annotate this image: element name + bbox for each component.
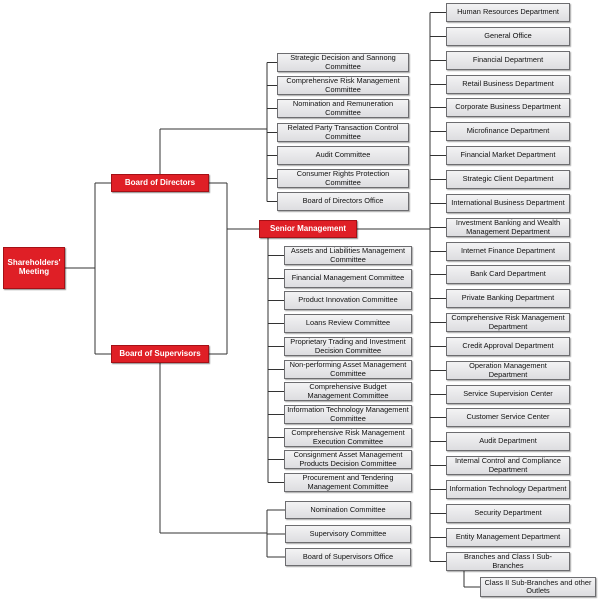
management-committee-box: Proprietary Trading and Investment Decis…: [284, 337, 412, 356]
supervisors-committee-box: Supervisory Committee: [285, 525, 411, 543]
supervisors-committee-box: Nomination Committee: [285, 501, 411, 519]
department-box: Service Supervision Center: [446, 385, 570, 404]
department-box: Microfinance Department: [446, 122, 570, 141]
directors-committee-box: Board of Directors Office: [277, 192, 409, 211]
management-committee-box: Information Technology Management Commit…: [284, 405, 412, 424]
senior-management-box: Senior Management: [259, 220, 357, 238]
department-box: Internal Control and Compliance Departme…: [446, 456, 570, 475]
department-box: Internet Finance Department: [446, 242, 570, 261]
supervisors-committee-box: Board of Supervisors Office: [285, 548, 411, 566]
directors-committee-box: Comprehensive Risk Management Committee: [277, 76, 409, 95]
department-box: Financial Department: [446, 51, 570, 70]
department-box: Entity Management Department: [446, 528, 570, 547]
department-box: Customer Service Center: [446, 408, 570, 427]
management-committee-box: Procurement and Tendering Management Com…: [284, 473, 412, 492]
department-box: Comprehensive Risk Management Department: [446, 313, 570, 332]
department-box: Human Resources Department: [446, 3, 570, 22]
sub-outlets-box: Class II Sub-Branches and other Outlets: [480, 577, 596, 597]
department-box: General Office: [446, 27, 570, 46]
management-committee-box: Assets and Liabilities Management Commit…: [284, 246, 412, 265]
management-committee-box: Comprehensive Budget Management Committe…: [284, 382, 412, 401]
department-box: Branches and Class I Sub-Branches: [446, 552, 570, 571]
department-box: Security Department: [446, 504, 570, 523]
management-committee-box: Comprehensive Risk Management Execution …: [284, 428, 412, 447]
management-committee-box: Financial Management Committee: [284, 269, 412, 288]
department-box: Audit Department: [446, 432, 570, 451]
department-box: Corporate Business Department: [446, 98, 570, 117]
department-box: Operation Management Department: [446, 361, 570, 380]
department-box: Credit Approval Department: [446, 337, 570, 356]
management-committee-box: Product Innovation Committee: [284, 291, 412, 310]
directors-committee-box: Nomination and Remuneration Committee: [277, 99, 409, 118]
department-box: Information Technology Department: [446, 480, 570, 499]
department-box: Strategic Client Department: [446, 170, 570, 189]
department-box: Investment Banking and Wealth Management…: [446, 218, 570, 237]
department-box: International Business Department: [446, 194, 570, 213]
management-committee-box: Non-performing Asset Management Committe…: [284, 360, 412, 379]
shareholders-meeting-box: Shareholders' Meeting: [3, 247, 65, 289]
directors-committee-box: Related Party Transaction Control Commit…: [277, 123, 409, 142]
board-of-directors-box: Board of Directors: [111, 174, 209, 192]
management-committee-box: Loans Review Committee: [284, 314, 412, 333]
directors-committee-box: Audit Committee: [277, 146, 409, 165]
department-box: Retail Business Department: [446, 75, 570, 94]
directors-committee-box: Consumer Rights Protection Committee: [277, 169, 409, 188]
department-box: Private Banking Department: [446, 289, 570, 308]
management-committee-box: Consignment Asset Management Products De…: [284, 450, 412, 469]
directors-committee-box: Strategic Decision and Sannong Committee: [277, 53, 409, 72]
department-box: Bank Card Department: [446, 265, 570, 284]
department-box: Financial Market Department: [446, 146, 570, 165]
board-of-supervisors-box: Board of Supervisors: [111, 345, 209, 363]
